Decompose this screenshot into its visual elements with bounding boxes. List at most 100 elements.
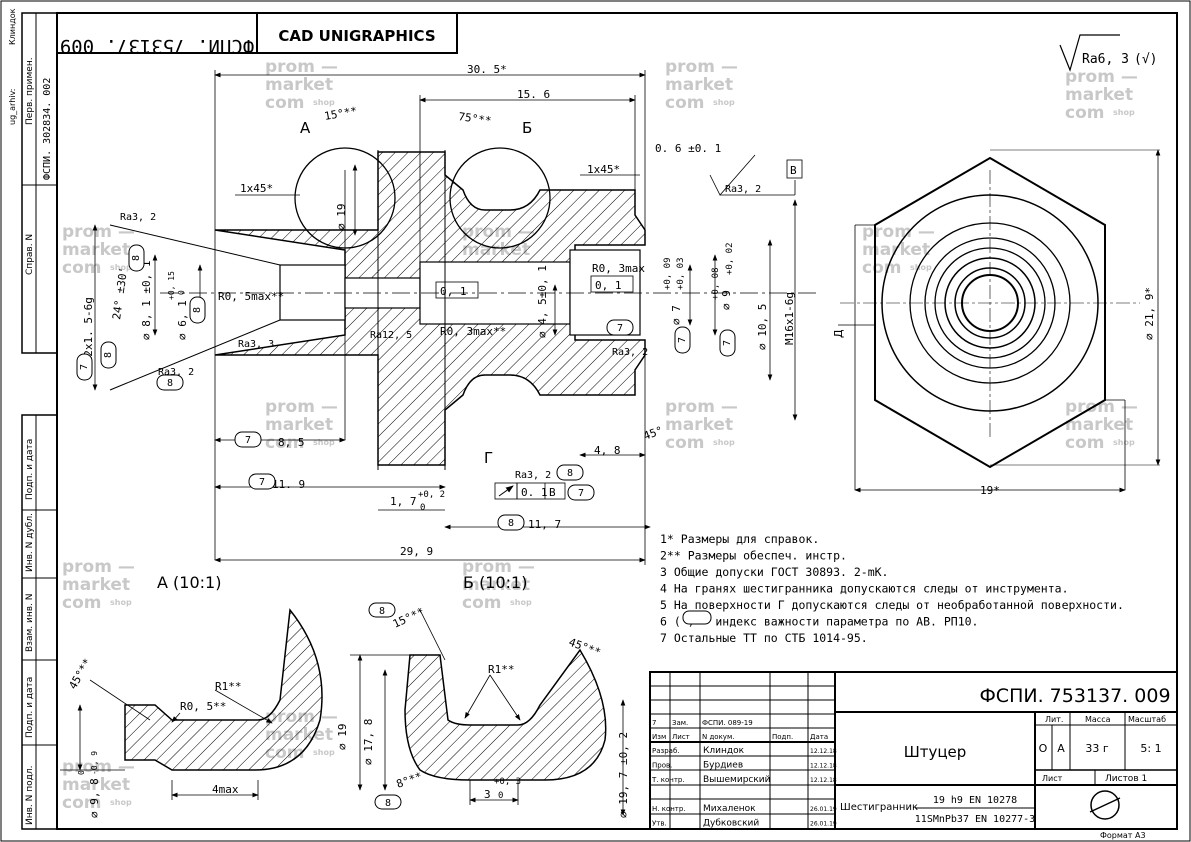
svg-text:12.12.18: 12.12.18 xyxy=(810,763,837,770)
svg-text:8: 8 xyxy=(567,468,573,479)
svg-text:market: market xyxy=(265,75,333,95)
svg-text:com: com xyxy=(1065,103,1104,123)
side-vzam-inv: Взам. инв. N xyxy=(25,594,35,652)
svg-text:7: 7 xyxy=(617,323,623,334)
svg-text:shop: shop xyxy=(110,598,132,607)
svg-text:Михаленок: Михаленок xyxy=(703,804,756,814)
svg-text:shop: shop xyxy=(313,98,335,107)
svg-text:0: 0 xyxy=(177,290,186,295)
svg-text:+0, 08: +0, 08 xyxy=(711,267,721,300)
detail-circle-b xyxy=(449,147,551,249)
svg-text:Разраб.: Разраб. xyxy=(652,747,680,755)
svg-text:Ra3, 2: Ra3, 2 xyxy=(515,470,551,481)
svg-text:prom —: prom — xyxy=(665,57,738,77)
svg-text:1х45*: 1х45* xyxy=(240,182,273,195)
header-cad-box xyxy=(256,12,458,54)
svg-text:4, 8: 4, 8 xyxy=(594,444,621,457)
svg-text:Подп.: Подп. xyxy=(772,733,793,741)
svg-text:0, 1: 0, 1 xyxy=(595,279,622,292)
side-sign-date-2: Подп. и дата xyxy=(25,677,35,738)
svg-text:Пров.: Пров. xyxy=(652,762,672,770)
svg-text:+0, 3: +0, 3 xyxy=(494,777,521,787)
svg-text:8, 5: 8, 5 xyxy=(278,436,305,449)
svg-text:15°**: 15°** xyxy=(391,605,427,631)
svg-text:R0, 3max**: R0, 3max** xyxy=(440,325,506,338)
svg-text:В: В xyxy=(549,486,556,499)
svg-text:7: 7 xyxy=(722,340,733,346)
svg-text:Лист: Лист xyxy=(1042,774,1063,783)
note-line: 2** Размеры обеспеч. инстр. xyxy=(660,549,847,563)
svg-text:prom —: prom — xyxy=(265,397,338,417)
svg-text:+0, 09: +0, 09 xyxy=(663,257,673,290)
svg-text:com: com xyxy=(62,258,101,278)
svg-text:Изм: Изм xyxy=(652,733,666,741)
note-line: 3 Общие допуски ГОСТ 30893. 2-mK. xyxy=(660,565,888,579)
importance-badge: 8 xyxy=(497,514,525,531)
svg-text:market: market xyxy=(665,415,733,435)
svg-text:⌀ 19: ⌀ 19 xyxy=(336,724,349,751)
svg-text:market: market xyxy=(265,415,333,435)
svg-text:shop: shop xyxy=(713,438,735,447)
svg-text:Ra3, 2: Ra3, 2 xyxy=(120,212,156,223)
title-block xyxy=(649,671,1178,830)
section-lower xyxy=(214,299,646,466)
importance-badge: 8 xyxy=(128,244,145,272)
svg-text:Г: Г xyxy=(484,449,493,467)
svg-text:R0, 5max**: R0, 5max** xyxy=(218,290,284,303)
svg-text:45°**: 45°** xyxy=(567,636,603,660)
svg-text:R1**: R1** xyxy=(488,663,515,676)
svg-text:prom —: prom — xyxy=(862,222,935,242)
svg-text:0: 0 xyxy=(498,791,503,801)
svg-text:shop: shop xyxy=(910,263,932,272)
svg-text:А: А xyxy=(300,119,311,137)
svg-text:market: market xyxy=(1065,85,1133,105)
svg-text:com: com xyxy=(265,93,304,113)
svg-text:⌀ 19, 7 ±0, 2: ⌀ 19, 7 ±0, 2 xyxy=(617,732,630,818)
svg-text:R1**: R1** xyxy=(215,680,242,693)
svg-text:shop: shop xyxy=(510,598,532,607)
note-line: 7 Остальные ТТ по СТБ 1014-95. xyxy=(660,631,868,645)
svg-text:Т. контр.: Т. контр. xyxy=(651,776,685,784)
hex-dia-label: ⌀ 21, 9* xyxy=(1143,287,1156,340)
importance-badge: 7 xyxy=(606,319,634,336)
svg-text:75°**: 75°** xyxy=(458,110,493,127)
side-first-use-label: Перв. примен. xyxy=(25,57,35,125)
svg-text:M12х1. 5-6g: M12х1. 5-6g xyxy=(82,297,95,370)
svg-text:45°: 45° xyxy=(642,424,665,443)
svg-text:⌀ 6, 1: ⌀ 6, 1 xyxy=(176,300,189,340)
side-ref-label: Справ. N xyxy=(25,234,35,275)
svg-text:(√): (√) xyxy=(1134,52,1157,67)
svg-text:prom —: prom — xyxy=(62,557,135,577)
svg-text:7: 7 xyxy=(259,477,265,488)
svg-text:+0, 2: +0, 2 xyxy=(418,490,445,500)
svg-text:29, 9: 29, 9 xyxy=(400,545,433,558)
side-top-name: Клиндок xyxy=(8,8,17,45)
svg-text:7: 7 xyxy=(677,337,688,343)
side-first-use-value: ФСПИ. 302834. 002 xyxy=(42,78,53,180)
svg-text:8: 8 xyxy=(385,798,391,809)
svg-text:R0, 3max: R0, 3max xyxy=(592,262,645,275)
svg-text:shop: shop xyxy=(110,263,132,272)
svg-text:7: 7 xyxy=(79,364,90,370)
hex-end-view xyxy=(838,149,1161,493)
importance-badge: 7 xyxy=(719,329,736,357)
svg-text:8: 8 xyxy=(131,255,142,261)
svg-text:Штуцер: Штуцер xyxy=(904,743,967,761)
svg-text:⌀ 9: ⌀ 9 xyxy=(720,290,733,310)
main-dims-text: 30. 5* 15. 6 0. 6 ±0. 1 1х45* 1х45* 15°*… xyxy=(82,63,803,558)
svg-text:1х45*: 1х45* xyxy=(587,163,620,176)
svg-text:market: market xyxy=(1065,415,1133,435)
surface-finish: Ra6, 3 (√) Ra3, 2 Ra3, 2 Ra3, 2 Ra3, 3 R… xyxy=(120,34,1157,481)
datum-label: В xyxy=(790,164,797,177)
svg-text:Вышемирский: Вышемирский xyxy=(703,775,771,785)
svg-text:26.01.19: 26.01.19 xyxy=(810,806,837,813)
detail-circle-a xyxy=(294,147,396,249)
svg-text:15. 6: 15. 6 xyxy=(517,88,550,101)
svg-text:ФСПИ. 753137. 009: ФСПИ. 753137. 009 xyxy=(979,685,1170,707)
note-line: 5 На поверхности Г допускаются следы от … xyxy=(660,598,1124,612)
importance-badge: 7 xyxy=(234,431,262,448)
svg-text:8°**: 8°** xyxy=(395,770,424,791)
